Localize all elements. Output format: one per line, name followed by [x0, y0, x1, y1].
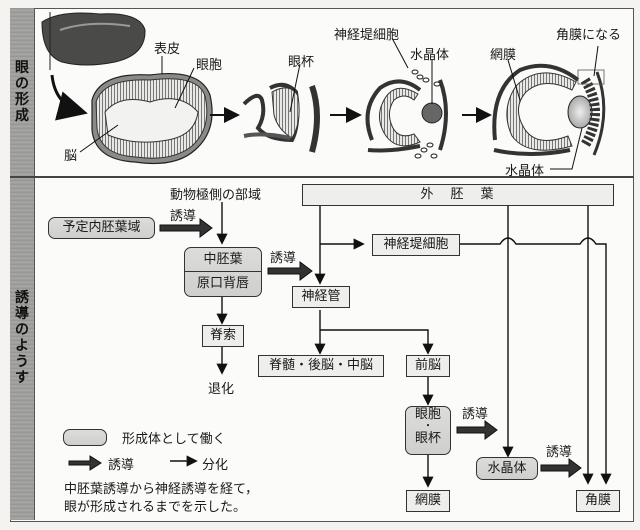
stage2-optic-cup	[242, 82, 320, 153]
label-optic-vesicle: 眼胞	[414, 407, 441, 422]
label-lens-2: 水晶体	[505, 164, 545, 179]
section-divider	[10, 176, 634, 178]
box-neural-crest-cells: 神経堤細胞	[372, 234, 460, 256]
induction-arrows	[68, 218, 582, 478]
label-animal-pole-region: 動物極側の部域	[170, 188, 262, 203]
label-epidermis: 表皮	[154, 42, 181, 57]
leader-optic-cup	[289, 63, 301, 113]
label-induction-2: 誘導	[270, 251, 297, 266]
sidebar-induction	[10, 178, 35, 520]
leader-optic-vesicle	[174, 67, 195, 109]
box-forebrain: 前脳	[406, 355, 450, 377]
box-retina: 網膜	[406, 490, 450, 512]
box-spinal-cord-hindbrain-midbrain: 脊髄・後脳・中脳	[258, 355, 384, 377]
section-label-eye-formation: 眼の形成	[15, 60, 29, 124]
label-optic-cup: 眼杯	[288, 55, 315, 70]
label-neural-crest-cells: 神経堤細胞	[334, 28, 400, 43]
stage3-lens-forming	[365, 69, 448, 159]
label-retina: 網膜	[490, 48, 517, 63]
label-mesoderm: 中胚葉	[185, 248, 261, 272]
label-becomes-cornea: 角膜になる	[556, 28, 622, 43]
sidebar-eye-formation	[10, 8, 35, 176]
box-notochord: 脊索	[202, 325, 244, 347]
label-induction-3: 誘導	[462, 407, 489, 422]
box-mesoderm-dorsal-lip: 中胚葉 原口背唇	[184, 247, 262, 297]
label-regression: 退化	[208, 382, 235, 397]
label-optic-cup: 眼杯	[414, 431, 441, 446]
flow-connectors	[170, 202, 612, 488]
legend-organizer-swatch	[63, 429, 107, 446]
caption-line-2: 眼が形成されるまでを示した。	[64, 500, 247, 515]
leader-brain	[79, 124, 119, 153]
box-neural-tube: 神経管	[292, 286, 350, 308]
legend-organizer-label: 形成体として働く	[122, 432, 226, 447]
caption-line-1: 中胚葉誘導から神経誘導を経て，	[64, 482, 259, 497]
box-presumptive-endoderm: 予定内胚葉域	[48, 217, 155, 239]
label-induction-4: 誘導	[546, 445, 573, 460]
leader-neural-crest	[391, 37, 409, 69]
label-induction-1: 誘導	[170, 209, 197, 224]
label-lens-1: 水晶体	[410, 48, 450, 63]
legend-differentiation-label: 分化	[202, 458, 229, 473]
box-ectoderm: 外 胚 葉	[302, 184, 614, 206]
box-optic-vesicle-cup: 眼胞 ・ 眼杯	[405, 406, 451, 455]
label-dorsal-lip: 原口背唇	[196, 276, 249, 291]
stage4-eye	[492, 63, 606, 156]
section-label-induction: 誘導のようす	[15, 290, 29, 386]
label-brain: 脳	[64, 149, 78, 164]
stage1-optic-vesicle	[91, 72, 213, 165]
curved-arrow	[50, 74, 88, 121]
leader-retina	[507, 59, 521, 101]
leader-cornea	[593, 45, 599, 77]
label-optic-vesicle: 眼胞	[196, 58, 223, 73]
label-dot: ・	[423, 421, 433, 432]
box-lens: 水晶体	[476, 457, 538, 480]
legend-induction-label: 誘導	[108, 458, 135, 473]
leader-lens-2	[550, 127, 583, 170]
box-cornea: 角膜	[576, 490, 620, 512]
embryo-image	[41, 12, 146, 70]
